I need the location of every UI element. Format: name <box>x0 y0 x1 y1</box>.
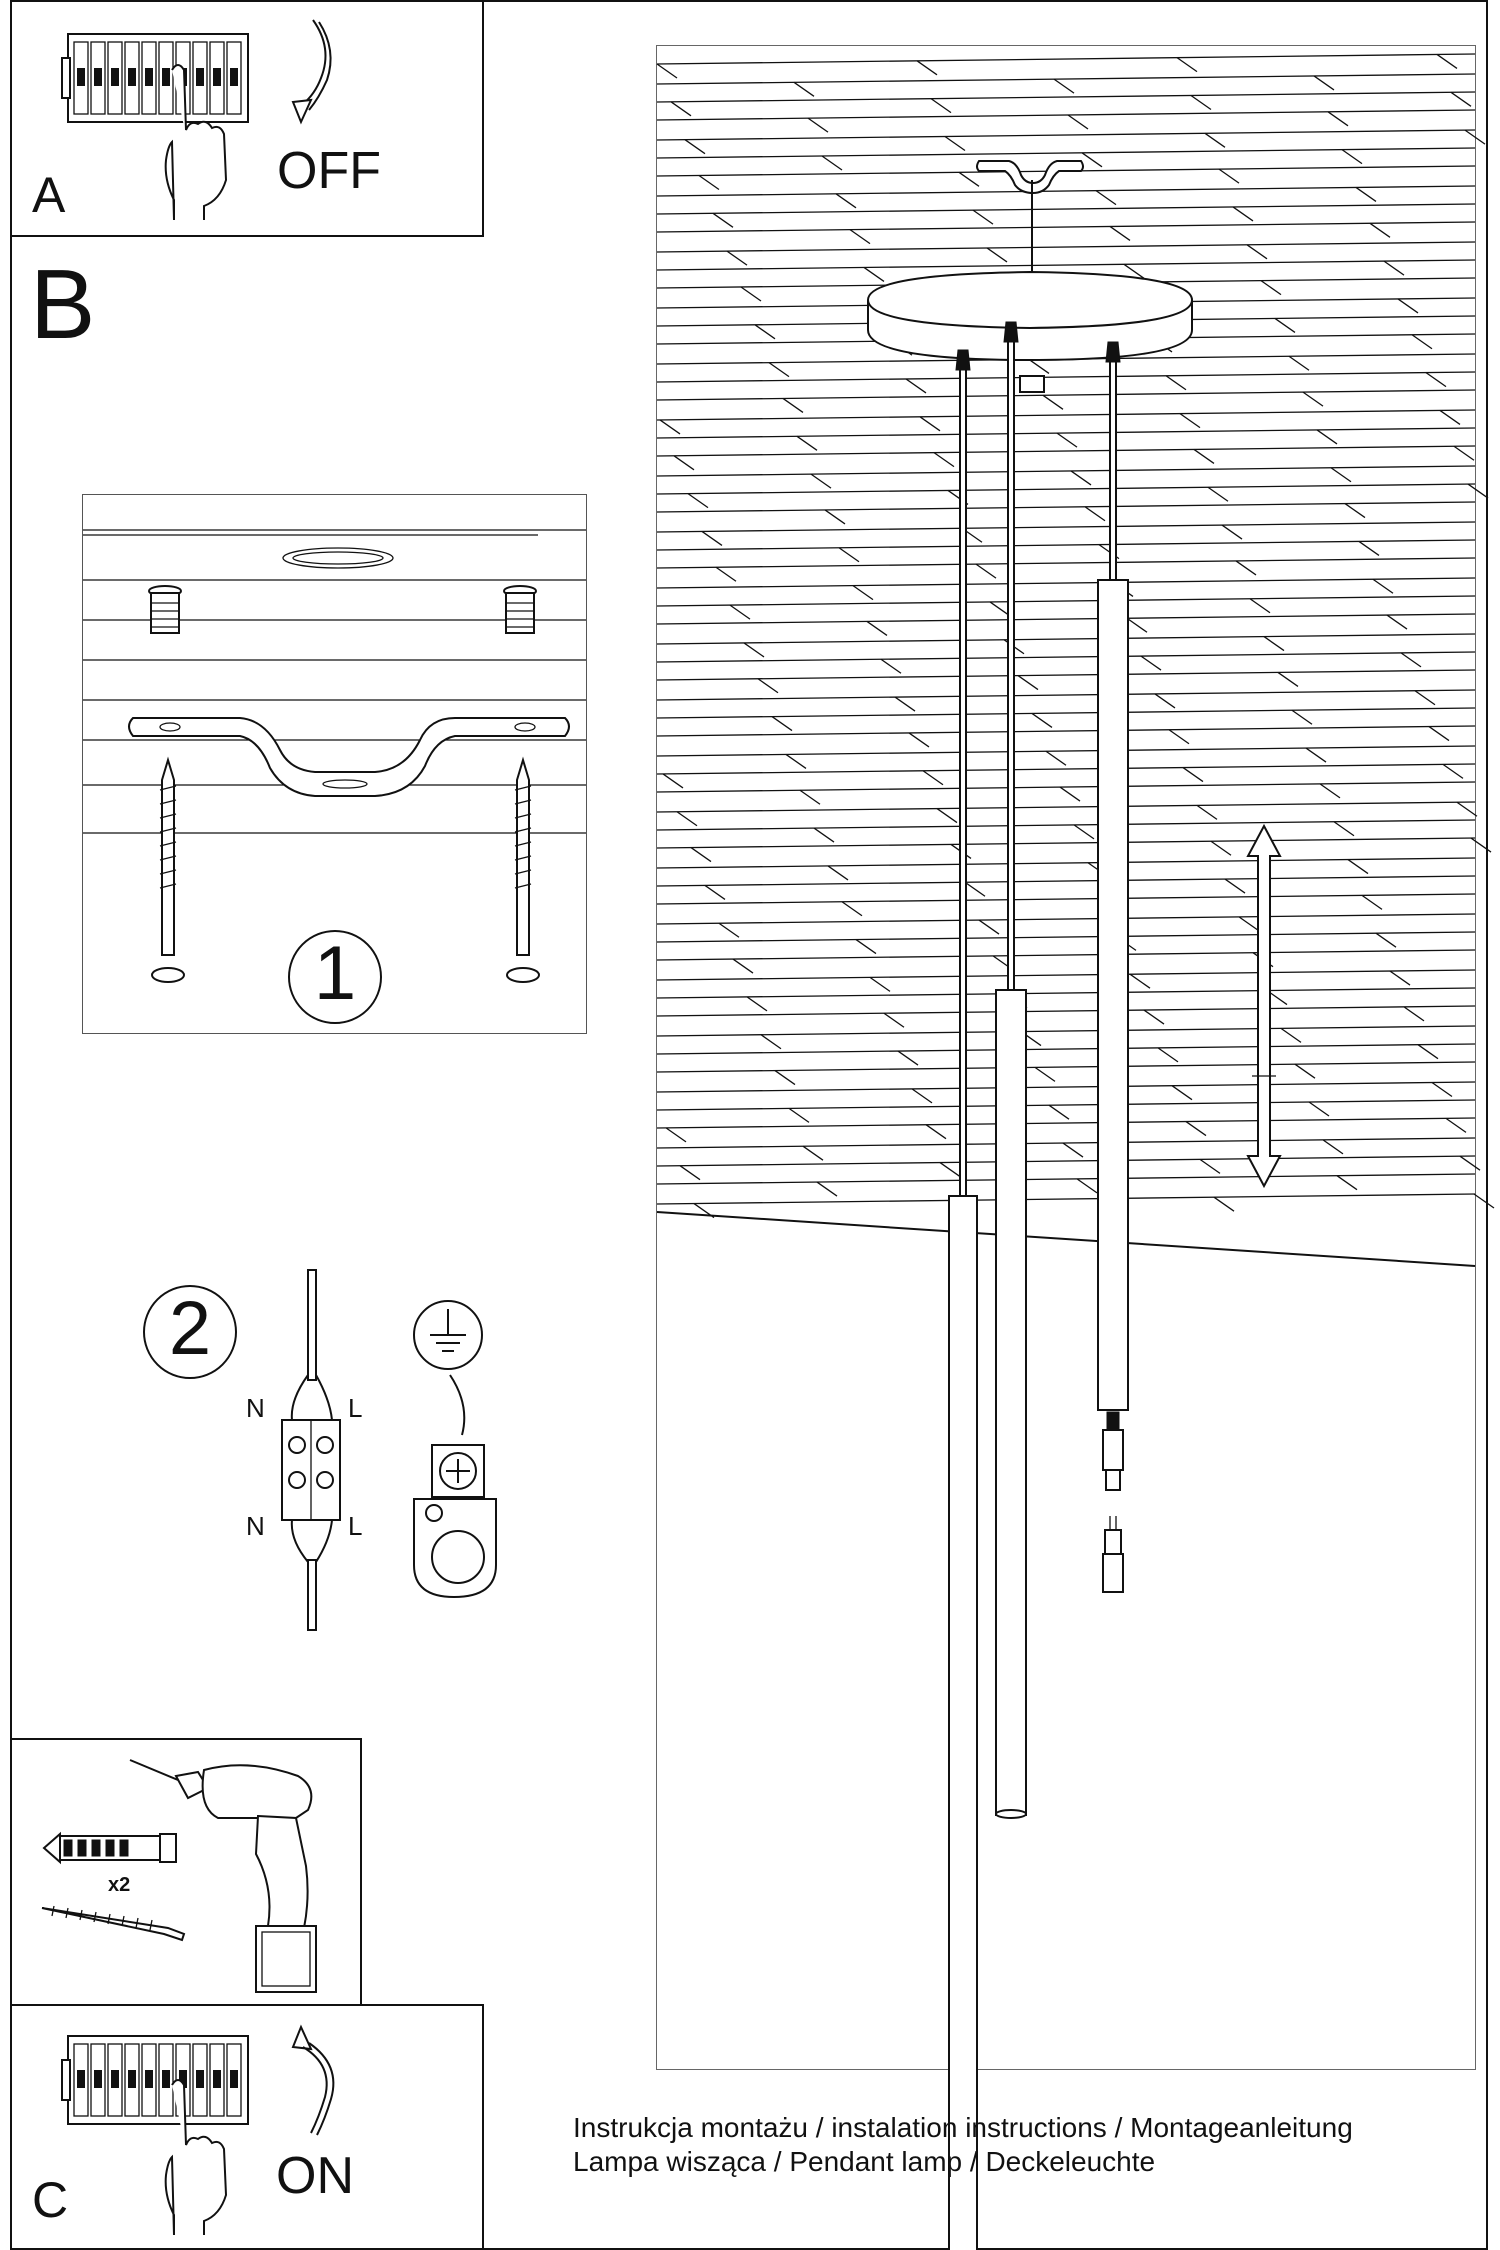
step-letter-a: A <box>32 167 66 223</box>
pendant-tube-icon <box>948 349 978 2250</box>
screw-icon <box>41 1905 186 1942</box>
ground-symbol-icon <box>413 1300 483 1370</box>
bulb-socket-icon <box>1102 1411 1124 1491</box>
wire-label-neutral-top: N <box>246 1393 265 1423</box>
pendant-tube-icon <box>995 321 1027 1819</box>
pendant-assembly <box>948 321 1129 2250</box>
canopy-icon <box>867 180 1193 393</box>
screw-icon <box>506 756 540 983</box>
quantity-label: x2 <box>108 1874 131 1896</box>
panel-c <box>10 2004 484 2250</box>
breaker-panel-icon <box>61 33 249 123</box>
panel-a <box>10 0 484 237</box>
pendant-tube-icon <box>1097 341 1129 1411</box>
main-illustration-frame <box>656 45 1476 2070</box>
step-letter-c: C <box>32 2172 69 2228</box>
terminal-block-icon <box>281 1269 341 1631</box>
wall-plug-icon <box>503 585 537 634</box>
caption-line-1: Instrukcja montażu / instalation instruc… <box>573 2112 1353 2143</box>
step1-number: 1 <box>313 931 357 1016</box>
wire-label-live-bottom: L <box>348 1511 363 1541</box>
ceiling-boards <box>656 53 1495 1267</box>
double-arrow-icon <box>1246 823 1282 1189</box>
wall-plug-icon <box>148 585 182 634</box>
ground-lug-icon <box>413 1374 497 1599</box>
power-off-label: OFF <box>277 142 381 200</box>
caption-line-2: Lampa wisząca / Pendant lamp / Deckeleuc… <box>573 2146 1156 2177</box>
step2-number: 2 <box>168 1286 212 1371</box>
screw-icon <box>151 756 185 983</box>
step1-box <box>82 494 587 1034</box>
wall-plug-icon <box>42 1831 177 1865</box>
breaker-panel-icon <box>61 2035 249 2125</box>
page-border <box>10 0 1488 2250</box>
step1-circle <box>288 930 382 1024</box>
wire-label-neutral-bottom: N <box>246 1511 265 1541</box>
power-on-label: ON <box>276 2147 354 2205</box>
hand-icon <box>164 64 228 221</box>
bulb-icon <box>1102 1516 1124 1593</box>
mounting-bracket-icon <box>128 717 570 797</box>
wire-label-live-top: L <box>348 1393 363 1423</box>
hand-icon <box>164 2079 228 2236</box>
step2-circle <box>143 1285 237 1379</box>
curved-arrow-icon <box>291 19 332 125</box>
mounting-bracket-icon <box>976 160 1084 195</box>
curved-arrow-icon <box>291 2024 335 2136</box>
step-letter-b: B <box>30 249 96 359</box>
drill-icon <box>129 1759 317 1993</box>
